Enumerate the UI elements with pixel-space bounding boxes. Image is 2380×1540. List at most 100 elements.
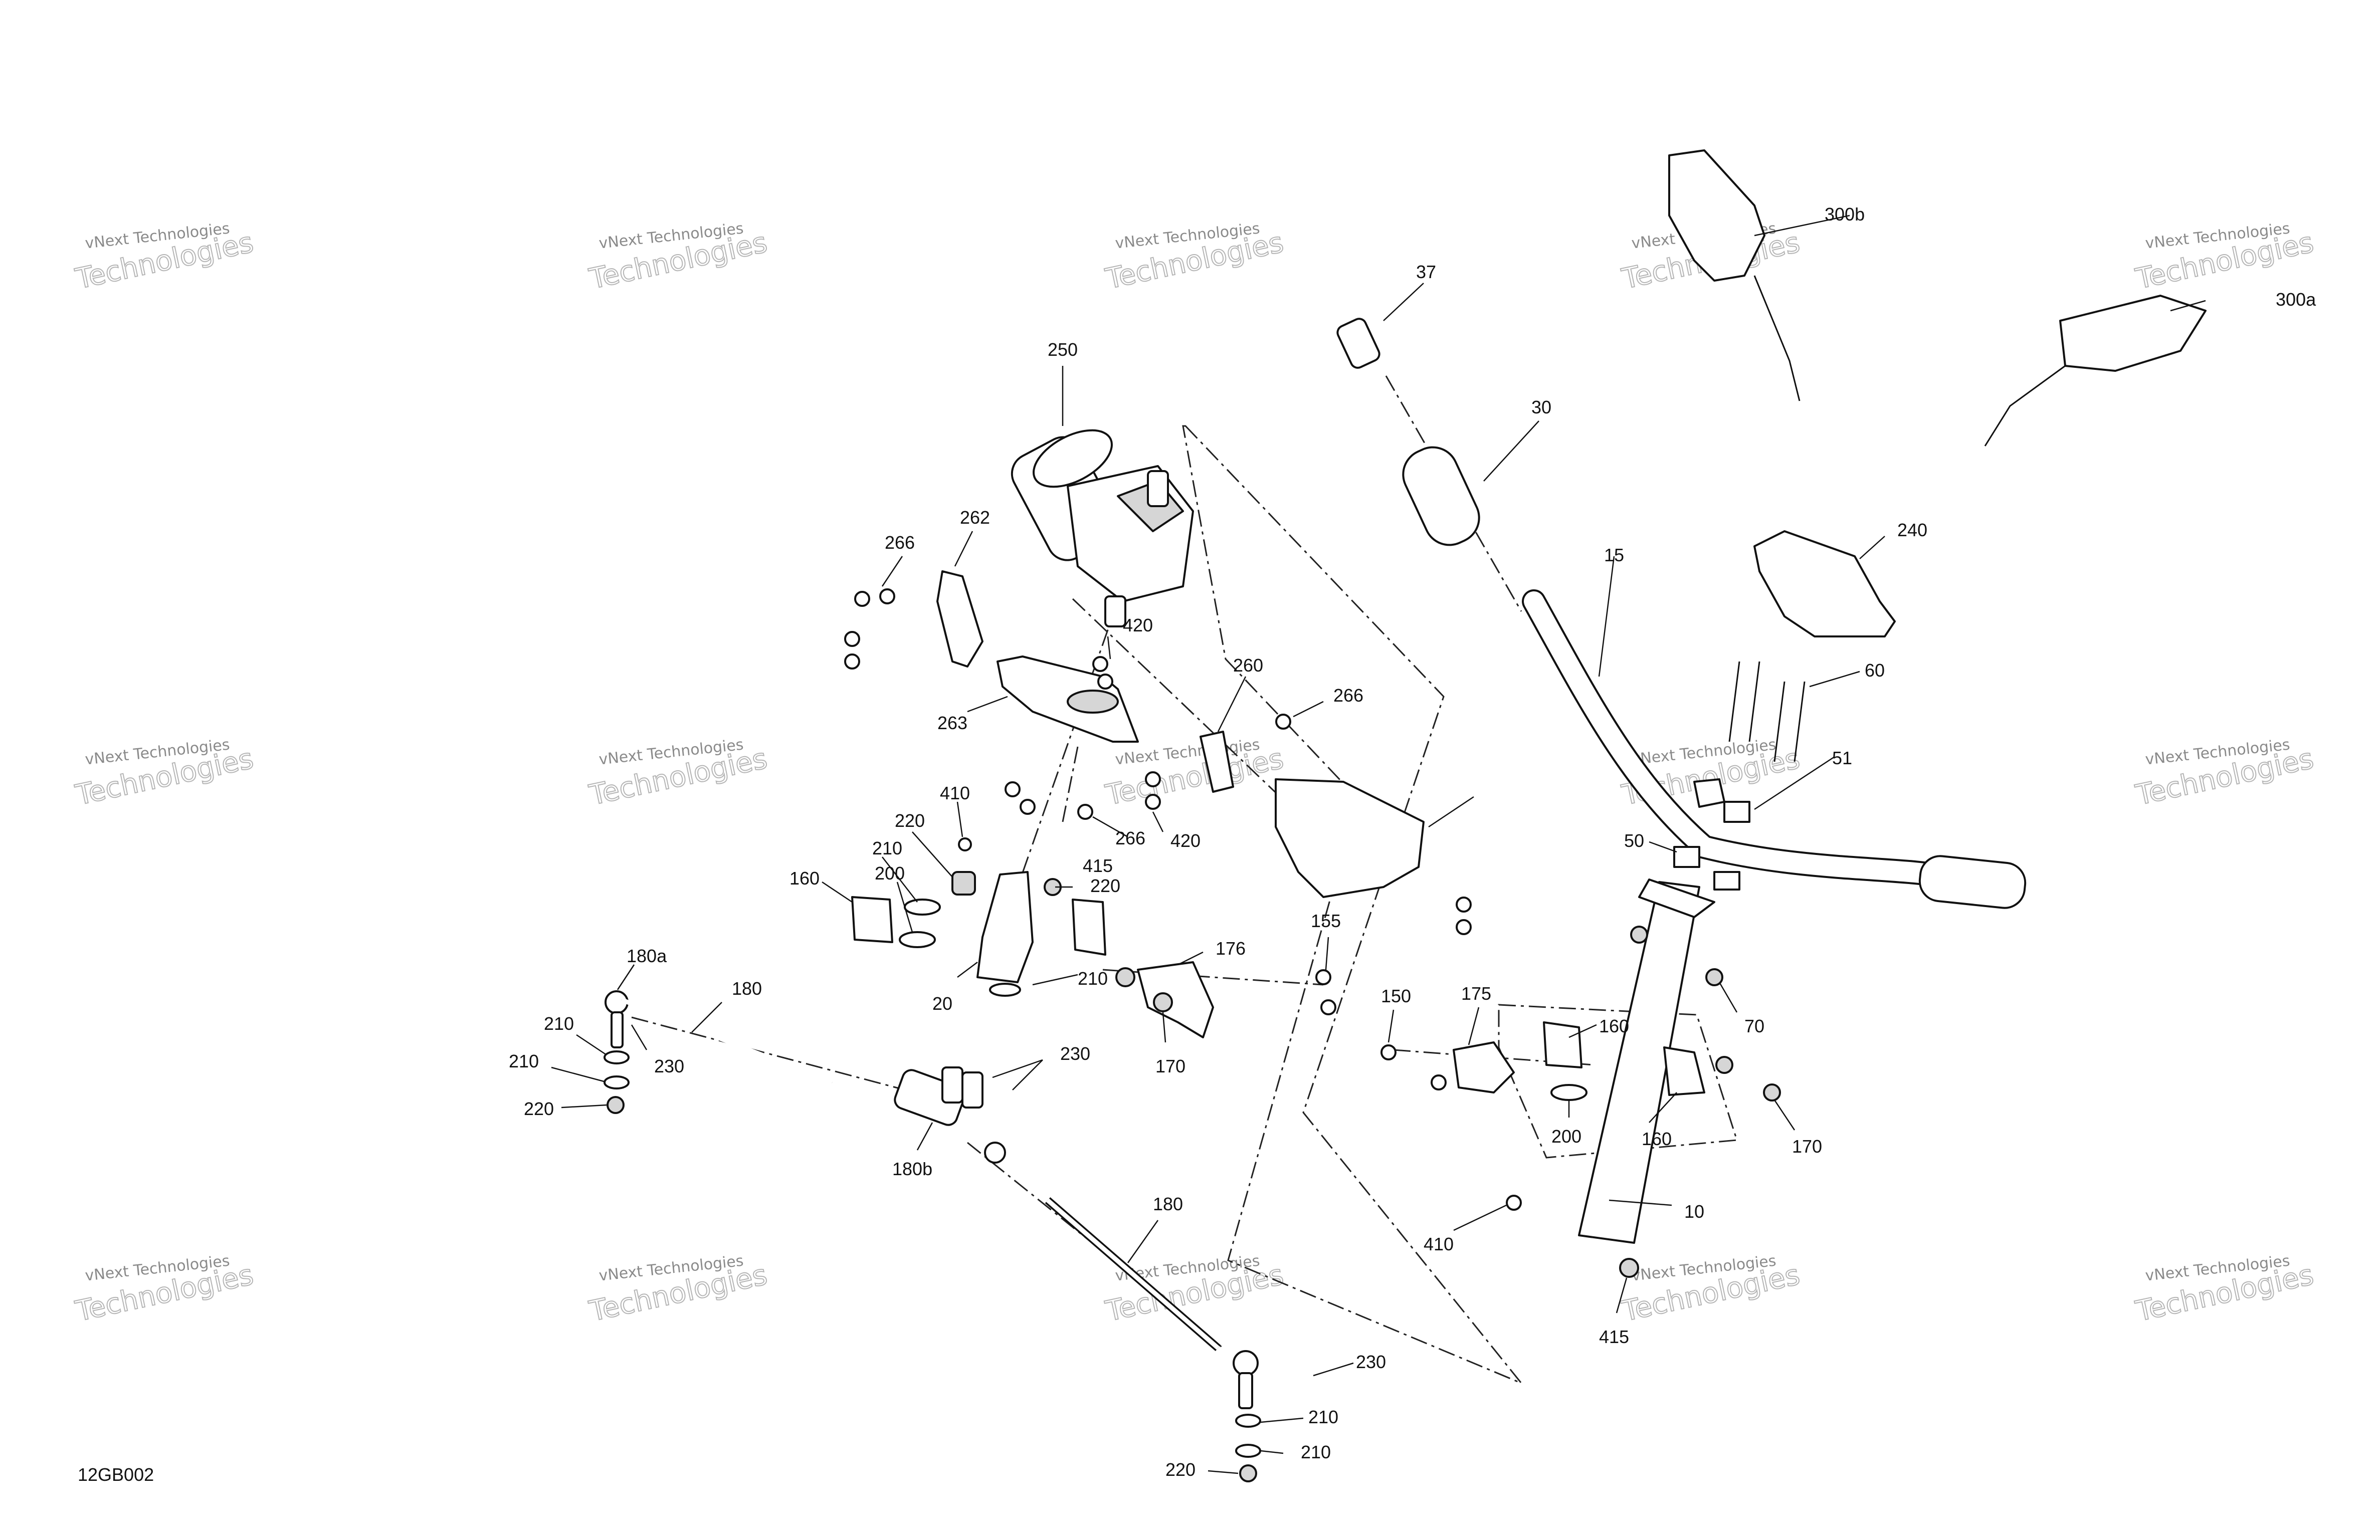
callout-170b: 170 xyxy=(1792,1136,1822,1157)
bushing-160-b xyxy=(1663,1046,1705,1096)
washer-210-r1 xyxy=(1235,1414,1261,1428)
callout-180a: 180a xyxy=(627,946,667,966)
callout-210a: 210 xyxy=(872,838,902,858)
callout-410b: 410 xyxy=(1424,1234,1454,1254)
tie-rod-lower xyxy=(1045,1197,1259,1409)
bolts-60 xyxy=(1728,661,1806,762)
axis-line-2 xyxy=(1072,598,1294,810)
callout-150: 150 xyxy=(1381,986,1411,1006)
leader-lines xyxy=(551,214,2206,1474)
callout-262: 262 xyxy=(960,507,990,528)
callout-175: 175 xyxy=(1461,983,1491,1004)
clamp-50a xyxy=(1693,778,1725,808)
nut-170-c xyxy=(1715,1056,1733,1074)
nut-70b xyxy=(1705,968,1723,986)
grip-30 xyxy=(1402,446,1480,546)
callout-60: 60 xyxy=(1865,660,1885,681)
mirror-300a-stem xyxy=(1984,365,2066,447)
bolt-410 xyxy=(958,837,972,851)
callout-210c: 210 xyxy=(544,1013,574,1034)
nut-170 xyxy=(1115,967,1135,987)
callout-30: 30 xyxy=(1531,397,1551,417)
nut-170-d xyxy=(1763,1083,1781,1102)
nut-220-l xyxy=(607,1096,625,1114)
right-grip xyxy=(1918,855,2027,909)
callout-160b: 160 xyxy=(1599,1016,1629,1036)
callout-220d: 220 xyxy=(1165,1459,1196,1480)
bracket-263-hole xyxy=(1067,690,1119,714)
callout-176: 176 xyxy=(1216,938,1246,959)
callout-250: 250 xyxy=(1048,339,1078,360)
end-cap-37 xyxy=(1336,318,1380,369)
handlebar-15 xyxy=(1522,589,1957,889)
callout-51: 51 xyxy=(1832,748,1852,768)
washer-200-a xyxy=(1550,1084,1588,1101)
callout-240: 240 xyxy=(1897,520,1927,540)
figure-code: 12GB002 xyxy=(78,1464,154,1485)
callout-200a: 200 xyxy=(875,863,905,884)
axis-line-3 xyxy=(1017,601,1119,888)
bolts-266-group xyxy=(844,588,1472,935)
bracket-260-large xyxy=(1275,778,1425,898)
callout-220b: 220 xyxy=(1090,875,1120,896)
washer-210-r2 xyxy=(1235,1444,1261,1458)
mirror-300b-stem xyxy=(1753,275,1801,401)
bracket-260-small xyxy=(1200,731,1234,793)
callout-300a: 300a xyxy=(2276,289,2316,310)
callout-263: 263 xyxy=(937,713,967,733)
callout-300b: 300b xyxy=(1825,204,1865,225)
bracket-175 xyxy=(1453,1041,1515,1093)
callout-200b: 200 xyxy=(1551,1126,1581,1147)
column-flange xyxy=(1638,878,1715,918)
bolt-155b xyxy=(1320,999,1336,1015)
callout-420b: 420 xyxy=(1170,830,1201,851)
bushing-160-a xyxy=(1543,1021,1582,1068)
callout-180b: 180b xyxy=(892,1159,932,1179)
washer-210 xyxy=(904,899,941,916)
callout-210f: 210 xyxy=(1301,1442,1331,1462)
steering-shaft-20 xyxy=(976,871,1034,983)
nut-220-r xyxy=(1239,1464,1257,1482)
washer-210-l1 xyxy=(604,1050,630,1064)
callout-230a: 230 xyxy=(654,1056,684,1076)
callout-220a: 220 xyxy=(895,810,925,831)
cover-240 xyxy=(1753,530,1896,637)
callout-37: 37 xyxy=(1416,262,1436,282)
bolt-410-col xyxy=(1506,1195,1522,1211)
clamp-50b xyxy=(1673,846,1700,868)
callout-155: 155 xyxy=(1311,911,1341,931)
callout-180-lower: 180 xyxy=(1153,1194,1183,1214)
clamp-51b xyxy=(1713,871,1740,891)
clamp-51a xyxy=(1723,801,1750,823)
callout-labels: 250 266 262 420 263 260 266 420 266 410 … xyxy=(78,204,2316,1485)
axis-line-5 xyxy=(1102,969,1324,986)
bushing-160-right xyxy=(1072,899,1106,956)
callout-220c: 220 xyxy=(524,1098,554,1119)
bolt-150a xyxy=(1380,1044,1397,1060)
callout-266a: 266 xyxy=(885,532,915,553)
callout-230c: 230 xyxy=(1356,1352,1386,1372)
callout-420a: 420 xyxy=(1123,615,1153,635)
callout-10: 10 xyxy=(1684,1201,1704,1222)
callout-260a: 260 xyxy=(1233,655,1263,676)
callout-15: 15 xyxy=(1604,545,1624,565)
callout-230b: 230 xyxy=(1060,1043,1090,1064)
nut-70a xyxy=(1630,926,1648,944)
callout-70: 70 xyxy=(1744,1016,1764,1036)
steering-column-10 xyxy=(1578,881,1700,1244)
callout-266c: 266 xyxy=(1115,828,1145,848)
washer-200 xyxy=(899,931,936,948)
nut-415-col xyxy=(1619,1258,1639,1278)
washer-210b xyxy=(989,983,1021,997)
callout-415b: 415 xyxy=(1599,1327,1629,1347)
axis-line-7 xyxy=(1062,746,1079,822)
mirror-300b xyxy=(1668,149,1765,282)
bolt-150b xyxy=(1431,1074,1447,1090)
callout-210e: 210 xyxy=(1308,1407,1338,1427)
callout-210d: 210 xyxy=(509,1051,539,1071)
callout-266b: 266 xyxy=(1333,685,1363,706)
callout-160c: 160 xyxy=(1642,1129,1672,1149)
callout-50: 50 xyxy=(1624,830,1644,851)
